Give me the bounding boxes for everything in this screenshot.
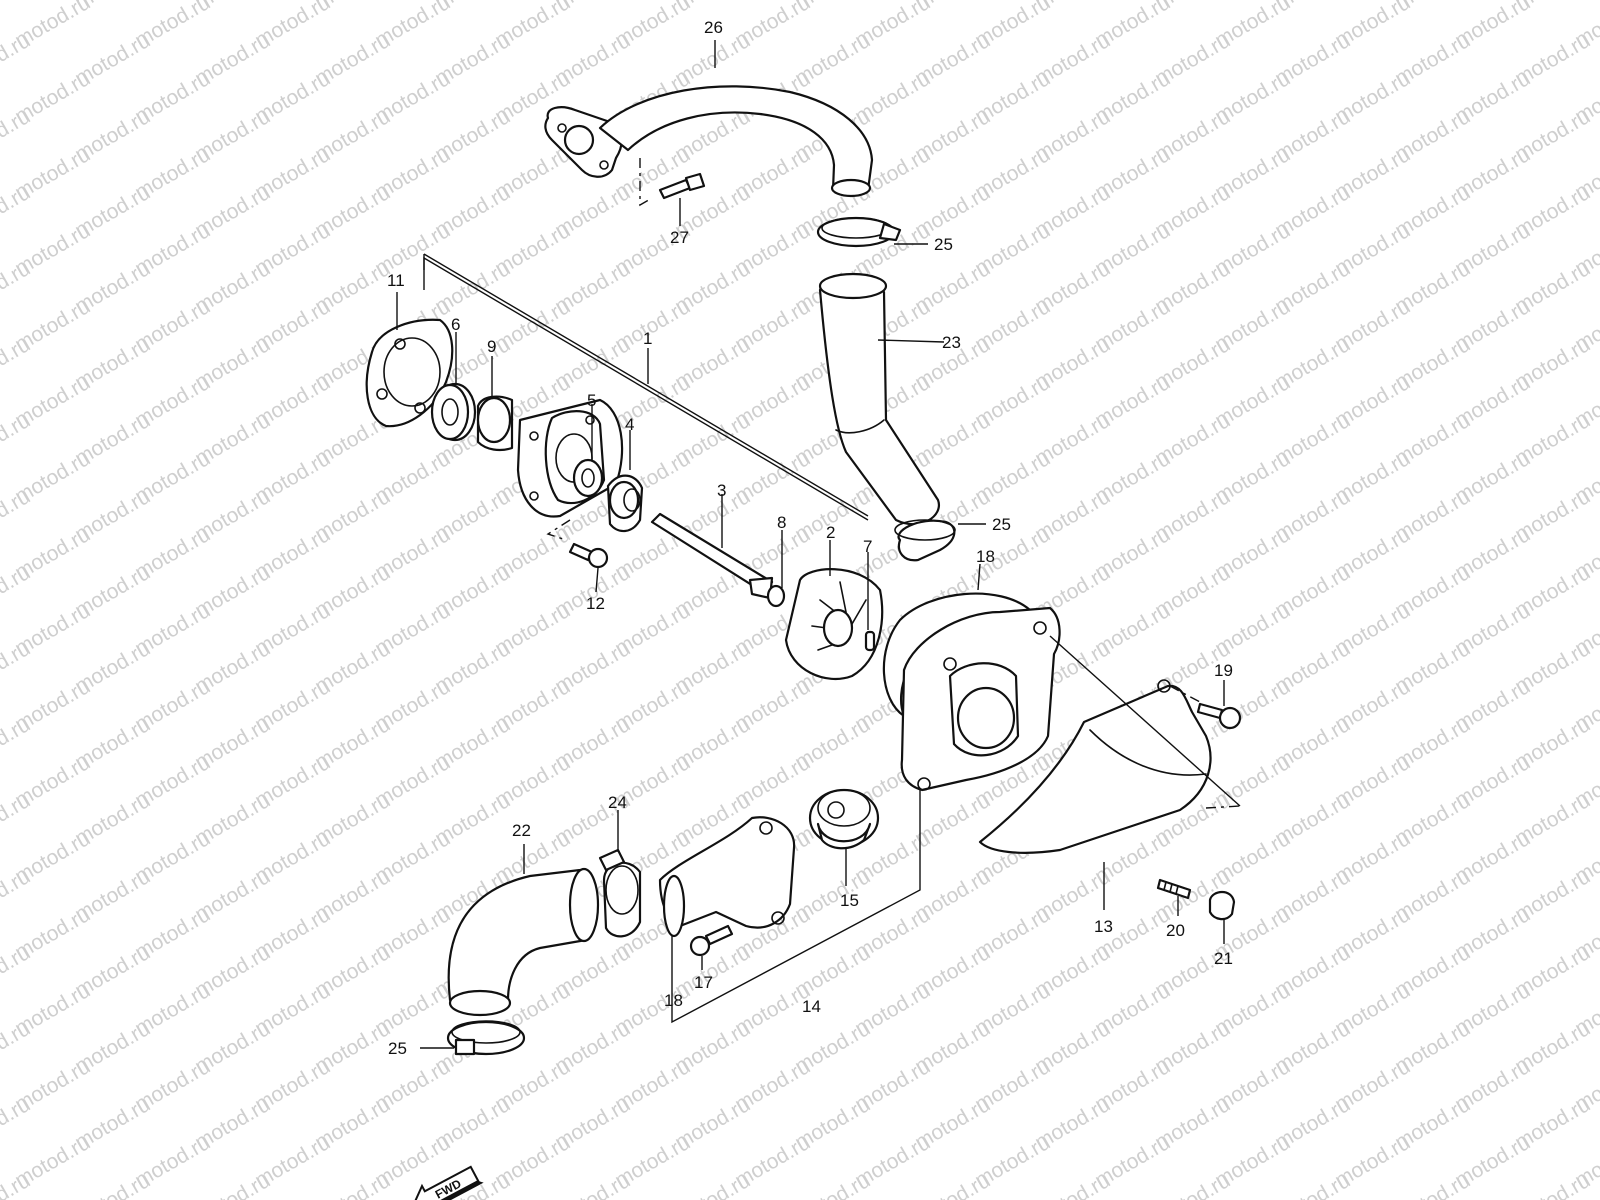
callout-18-top: 18 xyxy=(976,547,995,566)
part-8-washer xyxy=(766,584,786,608)
part-22-elbow-hose xyxy=(447,867,600,1017)
callout-7: 7 xyxy=(863,537,872,556)
callout-14: 14 xyxy=(802,997,821,1016)
watermark-text: motod.ru xyxy=(551,1169,634,1200)
callout-17: 17 xyxy=(694,973,713,992)
assembly-bracket-1-top xyxy=(423,253,869,517)
watermark-text: motod.ru xyxy=(1031,1169,1114,1200)
part-27-bolt xyxy=(639,158,706,207)
part-24-hose-clamp xyxy=(598,848,642,938)
assembly-bracket-13 xyxy=(1049,635,1241,807)
watermark-text: motod.ru xyxy=(191,1169,274,1200)
callout-25-top: 25 xyxy=(934,235,953,254)
part-3-shaft xyxy=(650,512,774,600)
callout-23: 23 xyxy=(942,333,961,352)
part-15-thermostat xyxy=(808,788,880,850)
watermark-text: motod.ru xyxy=(1511,1169,1594,1200)
callout-22: 22 xyxy=(512,821,531,840)
part-17-bolt xyxy=(689,924,734,957)
callout-8: 8 xyxy=(777,513,786,532)
callout-1: 1 xyxy=(643,329,652,348)
callout-12: 12 xyxy=(586,594,605,613)
part-14-thermostat-case xyxy=(658,816,796,938)
part-25-hose-clamp-middle xyxy=(894,519,956,562)
callout-3: 3 xyxy=(717,481,726,500)
leader-lines xyxy=(396,40,1225,1049)
callout-21: 21 xyxy=(1214,949,1233,968)
part-4-mechanical-seal xyxy=(606,474,644,533)
watermark-text: motod.ru xyxy=(0,0,34,14)
part-25-hose-clamp-bottom xyxy=(446,1020,526,1056)
callout-25-bottom: 25 xyxy=(388,1039,407,1058)
callout-27: 27 xyxy=(670,228,689,247)
callout-15: 15 xyxy=(840,891,859,910)
callout-25-middle: 25 xyxy=(992,515,1011,534)
part-19-bolt xyxy=(1169,685,1242,730)
callouts: 26 27 25 23 11 6 9 1 5 4 3 8 2 7 25 18 1… xyxy=(387,18,1233,1058)
fwd-direction-arrow: FWD xyxy=(411,1165,484,1200)
watermark-text: motod.ru xyxy=(671,1169,754,1200)
watermark-text: motod.ru xyxy=(1151,1169,1234,1200)
callout-11: 11 xyxy=(387,271,405,290)
part-pump-cover-housing xyxy=(900,606,1061,792)
callout-4: 4 xyxy=(625,415,634,434)
callout-2: 2 xyxy=(826,523,835,542)
watermark-text: motod.ru xyxy=(791,1169,874,1200)
watermark-text: motod.ru xyxy=(911,1169,994,1200)
part-26-upper-pipe xyxy=(544,85,874,198)
part-20-stud xyxy=(1156,878,1192,900)
part-6-bearing xyxy=(430,382,477,442)
part-12-bolt xyxy=(546,519,609,569)
part-25-hose-clamp-top xyxy=(816,216,902,248)
watermark-text: motod.ru xyxy=(311,1169,394,1200)
part-21-cap-nut xyxy=(1208,890,1236,921)
watermark-text: motod.ru xyxy=(1271,1169,1354,1200)
watermark-text: motod.ru xyxy=(71,1169,154,1200)
part-7-pin xyxy=(864,630,876,652)
watermark-text: motod.ru xyxy=(1391,1169,1474,1200)
callout-5: 5 xyxy=(587,391,596,410)
callout-9: 9 xyxy=(487,337,496,356)
part-5-oil-seal xyxy=(572,458,604,498)
callout-18-bottom: 18 xyxy=(664,991,683,1010)
callout-20: 20 xyxy=(1166,921,1185,940)
part-9-seal-ring xyxy=(476,395,514,452)
part-2-impeller xyxy=(784,568,884,681)
callout-19: 19 xyxy=(1214,661,1233,680)
callout-26: 26 xyxy=(704,18,723,37)
callout-6: 6 xyxy=(451,315,460,334)
callout-24: 24 xyxy=(608,793,627,812)
assembly-bracket-14 xyxy=(671,790,921,1024)
callout-13: 13 xyxy=(1094,917,1113,936)
part-11-gasket-plate xyxy=(365,318,454,428)
